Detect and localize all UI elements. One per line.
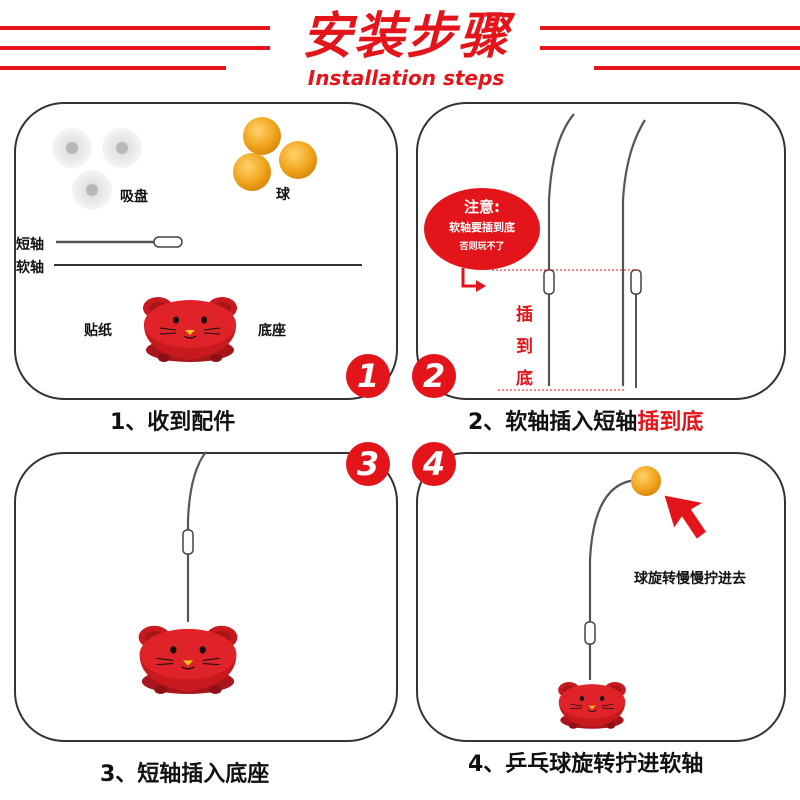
page-subtitle: Installation steps xyxy=(307,66,505,90)
suction-label: 吸盘 xyxy=(120,189,148,205)
note-line1: 软轴要插到底 xyxy=(449,221,515,234)
step2-caption-highlight: 插到底 xyxy=(637,410,704,435)
page-title: 安装步骤 xyxy=(302,7,510,65)
step3-number-badge: 3 xyxy=(346,442,390,486)
step1-number-badge: 1 xyxy=(346,354,390,398)
step2-caption-prefix: 2、软轴插入短轴 xyxy=(468,410,638,435)
shafts-icon xyxy=(54,236,362,266)
step3-caption: 3、短轴插入底座 xyxy=(100,762,270,787)
header-line-left-1 xyxy=(0,26,270,30)
header-line-left-2 xyxy=(0,46,270,50)
soft-shaft-label: 软轴 xyxy=(16,260,44,276)
note-title: 注意: xyxy=(464,198,500,216)
step3-panel xyxy=(14,452,398,742)
base-label: 底座 xyxy=(258,323,286,339)
step2-shafts-illustration xyxy=(461,113,646,391)
vertical-char-2: 到 xyxy=(516,337,533,357)
step3-illustration xyxy=(138,451,238,695)
ball-label: 球 xyxy=(276,187,290,203)
balls-icon xyxy=(233,117,317,191)
step4-number-badge: 4 xyxy=(412,442,456,486)
step2-caption: 2、软轴插入短轴插到底 xyxy=(468,404,703,436)
step4-caption: 4、乒乓球旋转拧进软轴 xyxy=(468,752,704,777)
step1-caption: 1、收到配件 xyxy=(110,410,236,435)
step4-hint: 球旋转慢慢拧进去 xyxy=(634,571,746,587)
header-line-right-2 xyxy=(540,46,800,50)
mouse-base-icon xyxy=(142,296,238,363)
short-shaft-label: 短轴 xyxy=(16,237,44,253)
header-line-right-1 xyxy=(540,26,800,30)
suction-cups-icon xyxy=(52,128,142,210)
header-line-right-3 xyxy=(594,66,800,70)
sticker-label: 贴纸 xyxy=(84,323,112,339)
note-line2: 否则玩不了 xyxy=(459,242,505,252)
vertical-char-3: 底 xyxy=(516,369,533,389)
step4-illustration xyxy=(557,466,706,730)
vertical-char-1: 插 xyxy=(516,305,533,325)
step2-number-badge: 2 xyxy=(412,354,456,398)
header-line-left-3 xyxy=(0,66,226,70)
warning-note: 注意: 软轴要插到底 否则玩不了 xyxy=(424,188,540,270)
